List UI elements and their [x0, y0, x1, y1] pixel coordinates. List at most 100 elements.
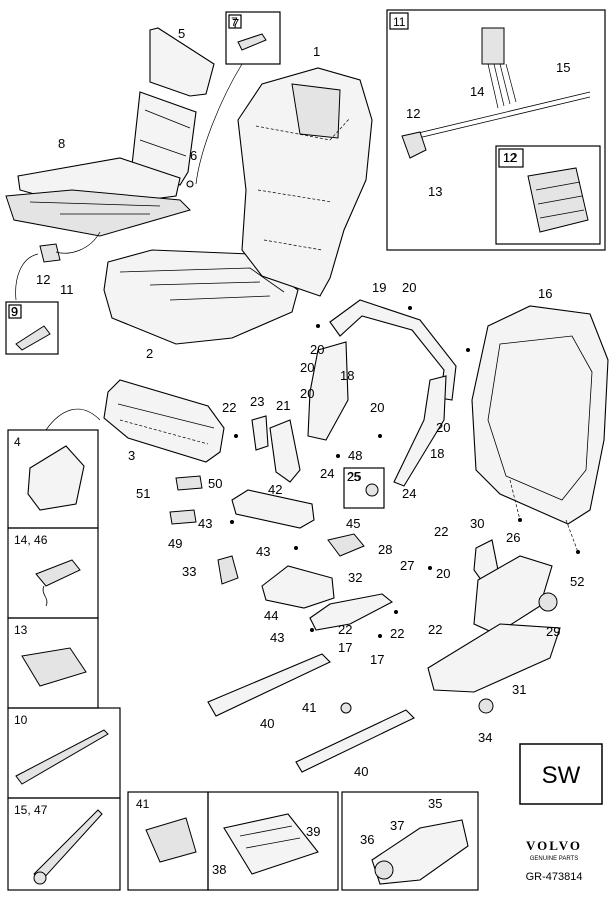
callout: 35 — [428, 796, 442, 811]
box-11-label: 11 — [393, 15, 406, 29]
callout: 25 — [347, 469, 361, 484]
callout: 8 — [58, 136, 65, 151]
part-44-lower-bracket — [261, 565, 335, 609]
callout: 7 — [232, 16, 239, 31]
callout: 30 — [470, 516, 484, 531]
callout: 43 — [270, 630, 284, 645]
box-15-47 — [7, 797, 121, 891]
box-41-label: 41 — [136, 797, 150, 811]
callout: 42 — [268, 482, 282, 497]
callout: 40 — [354, 764, 368, 779]
callout: 31 — [512, 682, 526, 697]
callout: 43 — [198, 516, 212, 531]
part-6-clip — [186, 180, 194, 188]
box-7 — [225, 11, 281, 65]
callout: 24 — [320, 466, 334, 481]
callout: 43 — [256, 544, 270, 559]
box-10-tie — [15, 729, 109, 785]
callout: 41 — [302, 700, 316, 715]
box-11 — [386, 9, 606, 251]
callout: 3 — [128, 448, 135, 463]
box-13-part — [21, 647, 87, 687]
box-14-46-label: 14, 46 — [14, 533, 48, 547]
callout: 24 — [402, 486, 416, 501]
box-9 — [5, 301, 59, 355]
callout: 14 — [470, 84, 484, 99]
part-41-fastener — [340, 702, 352, 714]
box-7-label: 7 — [231, 15, 238, 29]
callout: 39 — [306, 824, 320, 839]
part-8-cushion-base — [5, 189, 191, 237]
part-29-knob — [538, 592, 558, 612]
part-50-block — [175, 475, 203, 491]
callout: 16 — [538, 286, 552, 301]
box-15-47-label: 15, 47 — [14, 803, 48, 817]
callout: 15 — [556, 60, 570, 75]
box-15-47-tie — [33, 809, 103, 881]
part-21-bracket — [269, 419, 301, 483]
callout: 21 — [276, 398, 290, 413]
box-25-label: 25 — [347, 470, 361, 484]
callout: 17 — [338, 640, 352, 655]
box-12-label: 12 — [503, 151, 517, 165]
callout: 38 — [212, 862, 226, 877]
box-35-37 — [341, 791, 479, 891]
callout: 6 — [190, 148, 197, 163]
part-40-rail-left — [207, 653, 331, 717]
box-9-label: 9 — [11, 305, 18, 319]
callout: 22 — [338, 622, 352, 637]
box-4-part — [27, 445, 85, 511]
callout: 27 — [400, 558, 414, 573]
box-41-clip — [145, 817, 197, 863]
part-2-seat-cushion — [103, 249, 299, 345]
part-18-left-bracket — [307, 341, 349, 441]
callout: 37 — [390, 818, 404, 833]
callout: 19 — [372, 280, 386, 295]
part-18-right-bracket — [393, 375, 447, 487]
callout: 2 — [146, 346, 153, 361]
part-33-clip — [217, 555, 239, 585]
box-11-harness — [409, 91, 591, 136]
box-38-39-module — [223, 813, 319, 875]
callout: 20 — [436, 566, 450, 581]
box-14-46-part — [35, 559, 81, 587]
callout: 49 — [168, 536, 182, 551]
part-45-motor — [327, 533, 365, 557]
box-35-37-motor — [371, 819, 469, 885]
box-4-label: 4 — [14, 435, 21, 449]
callout: 32 — [348, 570, 362, 585]
callout: 20 — [402, 280, 416, 295]
box-38-39 — [207, 791, 339, 891]
callout: 18 — [430, 446, 444, 461]
callout: 26 — [506, 530, 520, 545]
callout: 11 — [60, 282, 74, 297]
part-23-bracket — [251, 415, 269, 451]
callout: 40 — [260, 716, 274, 731]
brand-subtitle: GENUINE PARTS — [530, 856, 578, 862]
sw-badge: SW — [542, 762, 581, 789]
callout: 9 — [11, 304, 18, 319]
part-5-pad — [149, 27, 215, 97]
callout: 22 — [390, 626, 404, 641]
part-5-pad-lower — [131, 91, 197, 186]
callout: 20 — [436, 420, 450, 435]
sw-badge-frame — [519, 743, 603, 805]
part-42-rail — [231, 489, 315, 529]
callout: 18 — [340, 368, 354, 383]
box-7-connector — [237, 33, 267, 51]
callout: 52 — [570, 574, 584, 589]
callout: 22 — [222, 400, 236, 415]
callout: 20 — [310, 342, 324, 357]
callout: 13 — [428, 184, 442, 199]
callout: 33 — [182, 564, 196, 579]
box-13-label: 13 — [14, 623, 28, 637]
part-40-rail-right — [295, 709, 415, 773]
box-11-plug — [401, 131, 427, 159]
reference-number: GR-473814 — [526, 871, 583, 883]
callout: 45 — [346, 516, 360, 531]
callout: 22 — [434, 524, 448, 539]
box-9-connector — [15, 325, 51, 351]
part-32-link — [309, 593, 394, 631]
part-16-back-panel — [471, 305, 609, 525]
